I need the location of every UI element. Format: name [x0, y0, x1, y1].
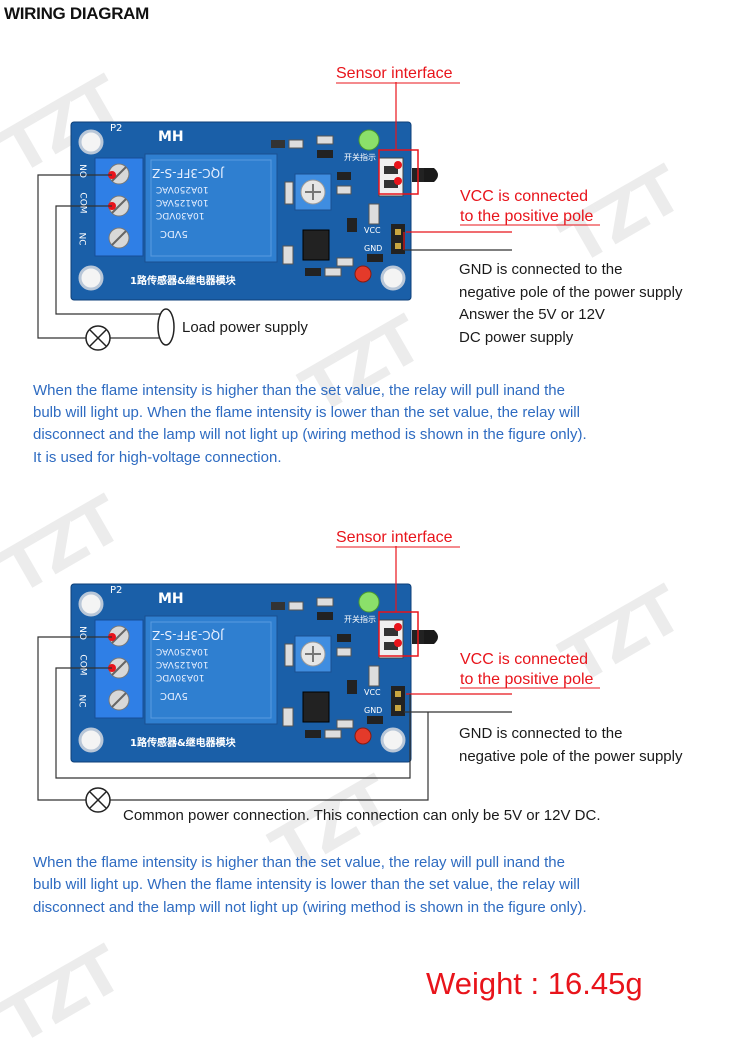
relay-spec: 10A250VAC: [156, 184, 209, 194]
page-title: WIRING DIAGRAM: [4, 4, 150, 23]
description-line: When the flame intensity is higher than …: [33, 382, 565, 399]
relay-voltage: 5VDC: [160, 690, 188, 701]
sensor-interface-label: Sensor interface: [336, 529, 453, 546]
relay-spec: 10A30VDC: [156, 210, 205, 220]
gnd-label: GND is connected to the: [459, 725, 623, 742]
board-label-mh: MH: [158, 591, 184, 607]
terminal-label-no: NO: [76, 164, 87, 178]
common-power-label: Common power connection. This connection…: [123, 807, 601, 824]
terminal-label-no: NO: [76, 626, 87, 640]
vcc-label-line1: VCC is connected: [460, 651, 589, 668]
terminal-label-com: COM: [77, 192, 88, 214]
relay-model: JQC-3FF-S-Z: [152, 628, 224, 642]
pin-label-gnd: GND: [364, 244, 383, 253]
gnd-label: negative pole of the power supply: [459, 748, 683, 765]
relay-model: JQC-3FF-S-Z: [152, 166, 224, 180]
vcc-label-line2: to the positive pole: [460, 671, 594, 688]
sensor-interface-label: Sensor interface: [336, 65, 453, 82]
module-name: 1路传感器&继电器模块: [130, 738, 236, 749]
relay-spec: 10A125VAC: [156, 197, 209, 207]
terminal-label-nc: NC: [76, 232, 87, 246]
board-label-mh: MH: [158, 129, 184, 145]
description-line: When the flame intensity is higher than …: [33, 854, 565, 871]
gnd-label: DC power supply: [459, 329, 574, 346]
relay-spec: 10A250VAC: [156, 646, 209, 656]
switch-indicator-label: 开关指示: [344, 615, 376, 624]
wiring-diagram-graphics: [37, 82, 600, 813]
description-line: bulb will light up. When the flame inten…: [33, 876, 580, 893]
relay-spec: 10A30VDC: [156, 672, 205, 682]
gnd-label: negative pole of the power supply: [459, 284, 683, 301]
board-label-p2: P2: [110, 585, 123, 596]
load-power-label: Load power supply: [182, 319, 308, 336]
relay-spec: 10A125VAC: [156, 659, 209, 669]
pin-label-vcc: VCC: [364, 226, 381, 235]
gnd-label: GND is connected to the: [459, 261, 623, 278]
vcc-label-line2: to the positive pole: [460, 208, 594, 225]
pin-label-gnd: GND: [364, 706, 383, 715]
terminal-label-nc: NC: [76, 694, 87, 708]
terminal-label-com: COM: [77, 654, 88, 676]
switch-indicator-label: 开关指示: [344, 153, 376, 162]
description-line: disconnect and the lamp will not light u…: [33, 426, 587, 443]
weight-label: Weight : 16.45g: [426, 966, 643, 1001]
vcc-label-line1: VCC is connected: [460, 188, 589, 205]
module-name: 1路传感器&继电器模块: [130, 276, 236, 287]
pin-label-vcc: VCC: [364, 688, 381, 697]
description-line: bulb will light up. When the flame inten…: [33, 404, 580, 421]
board-label-p2: P2: [110, 123, 123, 134]
description-line: disconnect and the lamp will not light u…: [33, 899, 587, 916]
description-line: It is used for high-voltage connection.: [33, 449, 282, 466]
relay-voltage: 5VDC: [160, 228, 188, 239]
gnd-label: Answer the 5V or 12V: [459, 306, 605, 323]
